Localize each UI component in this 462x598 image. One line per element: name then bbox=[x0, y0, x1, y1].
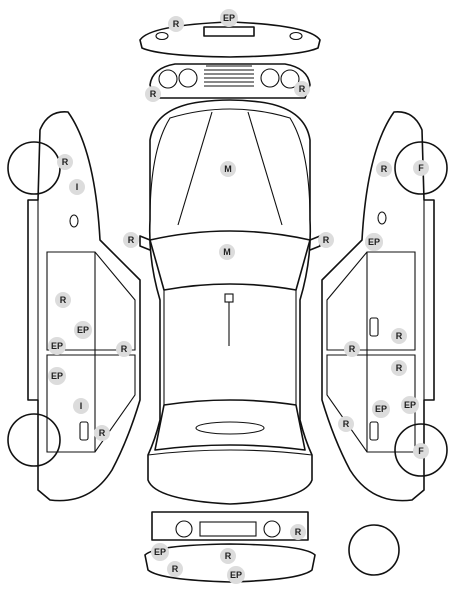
marker-code: M bbox=[223, 247, 231, 257]
marker-code: EP bbox=[223, 13, 235, 23]
damage-marker[interactable]: EP bbox=[227, 566, 245, 584]
marker-code: EP bbox=[51, 371, 63, 381]
rear-panel[interactable] bbox=[151, 511, 309, 541]
damage-marker[interactable]: R bbox=[376, 161, 392, 177]
damage-marker[interactable]: M bbox=[219, 244, 235, 260]
damage-marker[interactable]: M bbox=[220, 161, 236, 177]
marker-code: R bbox=[172, 564, 179, 574]
damage-marker[interactable]: R bbox=[145, 86, 161, 102]
damage-marker[interactable]: R bbox=[94, 425, 110, 441]
marker-code: R bbox=[225, 551, 232, 561]
marker-code: R bbox=[99, 428, 106, 438]
marker-code: R bbox=[381, 164, 388, 174]
damage-marker[interactable]: R bbox=[344, 341, 360, 357]
damage-marker[interactable]: R bbox=[57, 154, 73, 170]
marker-code: EP bbox=[375, 404, 387, 414]
marker-code: F bbox=[418, 163, 424, 173]
marker-code: EP bbox=[154, 547, 166, 557]
right-side-view[interactable] bbox=[321, 111, 448, 502]
marker-code: R bbox=[62, 157, 69, 167]
marker-code: R bbox=[349, 344, 356, 354]
damage-marker[interactable]: R bbox=[55, 292, 71, 308]
marker-code: F bbox=[418, 446, 424, 456]
car-top-view[interactable] bbox=[139, 99, 321, 505]
marker-code: M bbox=[224, 164, 232, 174]
left-side-view[interactable] bbox=[7, 111, 141, 502]
marker-code: R bbox=[150, 89, 157, 99]
damage-marker[interactable]: EP bbox=[372, 400, 390, 418]
marker-code: EP bbox=[368, 237, 380, 247]
damage-marker[interactable]: R bbox=[338, 416, 354, 432]
front-bumper[interactable] bbox=[139, 21, 321, 58]
rear-bumper[interactable] bbox=[144, 543, 316, 583]
damage-marker[interactable]: I bbox=[69, 179, 85, 195]
damage-marker[interactable]: R bbox=[123, 232, 139, 248]
marker-code: R bbox=[121, 344, 128, 354]
damage-marker[interactable]: EP bbox=[48, 337, 66, 355]
damage-marker[interactable]: EP bbox=[365, 233, 383, 251]
spare-wheel[interactable] bbox=[348, 524, 400, 576]
marker-code: R bbox=[295, 527, 302, 537]
damage-marker[interactable]: I bbox=[73, 398, 89, 414]
damage-marker[interactable]: F bbox=[413, 443, 429, 459]
front-grille[interactable] bbox=[149, 63, 311, 99]
marker-code: EP bbox=[51, 341, 63, 351]
damage-marker[interactable]: R bbox=[116, 341, 132, 357]
damage-marker[interactable]: EP bbox=[74, 321, 92, 339]
damage-marker[interactable]: EP bbox=[151, 543, 169, 561]
damage-marker[interactable]: R bbox=[318, 232, 334, 248]
damage-marker[interactable]: R bbox=[220, 548, 236, 564]
marker-code: R bbox=[299, 84, 306, 94]
damage-marker[interactable]: EP bbox=[48, 367, 66, 385]
marker-code: R bbox=[396, 363, 403, 373]
damage-marker[interactable]: EP bbox=[220, 9, 238, 27]
damage-marker[interactable]: EP bbox=[401, 396, 419, 414]
damage-marker[interactable]: R bbox=[391, 328, 407, 344]
damage-marker[interactable]: F bbox=[413, 160, 429, 176]
damage-marker[interactable]: R bbox=[290, 524, 306, 540]
marker-code: EP bbox=[230, 570, 242, 580]
damage-marker[interactable]: R bbox=[168, 16, 184, 32]
marker-code: R bbox=[128, 235, 135, 245]
marker-code: EP bbox=[404, 400, 416, 410]
damage-marker[interactable]: R bbox=[167, 561, 183, 577]
marker-code: I bbox=[76, 182, 79, 192]
damage-markers: R EP R R R I M M R R EP R EP EP R EP I R R F EP R R R EP EP R F R EP R… bbox=[48, 9, 429, 584]
marker-code: R bbox=[173, 19, 180, 29]
damage-marker[interactable]: R bbox=[391, 360, 407, 376]
marker-code: EP bbox=[77, 325, 89, 335]
marker-code: R bbox=[343, 419, 350, 429]
damage-marker[interactable]: R bbox=[294, 81, 310, 97]
marker-code: I bbox=[80, 401, 83, 411]
marker-code: R bbox=[323, 235, 330, 245]
marker-code: R bbox=[60, 295, 67, 305]
marker-code: R bbox=[396, 331, 403, 341]
